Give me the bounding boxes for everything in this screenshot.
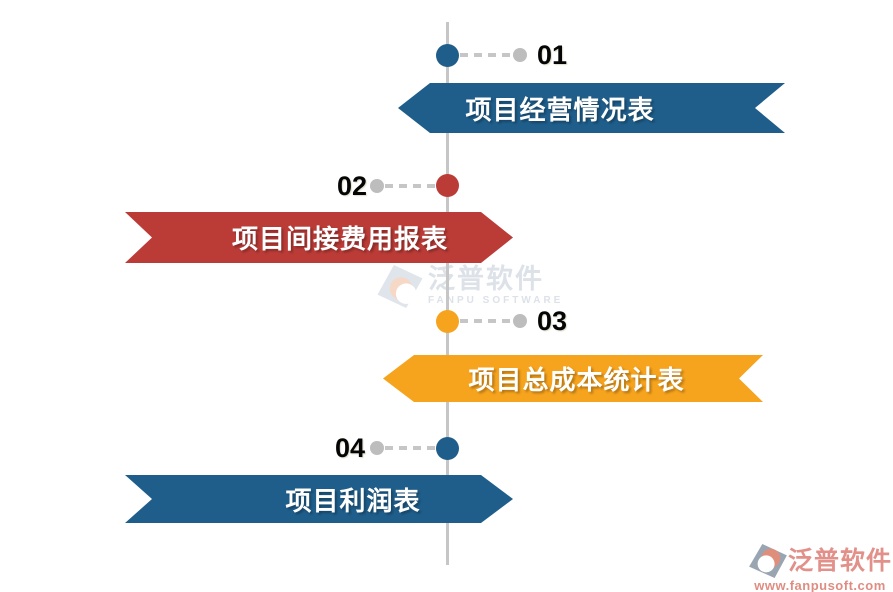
timeline-node-dot-02: [436, 174, 459, 197]
item-banner-04: 项目利润表: [125, 475, 513, 523]
corner-watermark-title: 泛普软件: [788, 547, 893, 575]
item-number-01: 01: [537, 40, 568, 70]
connector-end-dot-02: [370, 179, 384, 193]
connector-dashes-04: [385, 446, 435, 450]
timeline-node-dot-03: [436, 310, 459, 333]
item-banner-01: 项目经营情况表: [398, 83, 785, 133]
item-number-03: 03: [537, 306, 568, 336]
connector-end-dot-04: [370, 441, 384, 455]
corner-watermark: 泛普软件 www.fanpusoft.com: [748, 544, 892, 592]
item-banner-02: 项目间接费用报表: [125, 212, 513, 263]
item-banner-03: 项目总成本统计表: [383, 355, 763, 402]
item-number-04: 04: [334, 433, 365, 463]
connector-dashes-03: [460, 319, 512, 323]
connector-dashes-01: [460, 53, 512, 57]
connector-end-dot-01: [513, 48, 527, 62]
center-watermark-subtitle: FANPU SOFTWARE: [428, 295, 564, 306]
corner-watermark-url: www.fanpusoft.com: [754, 578, 886, 592]
fanpu-logo-icon: [377, 265, 423, 308]
fanpu-logo-icon-small: [749, 544, 787, 578]
connector-dashes-02: [385, 184, 435, 188]
center-watermark: 泛普软件 FANPU SOFTWARE: [376, 264, 563, 309]
timeline-line: [446, 22, 449, 565]
connector-end-dot-03: [513, 314, 527, 328]
timeline-node-dot-04: [436, 437, 459, 460]
timeline-node-dot-01: [436, 44, 459, 67]
item-number-02: 02: [336, 171, 367, 201]
